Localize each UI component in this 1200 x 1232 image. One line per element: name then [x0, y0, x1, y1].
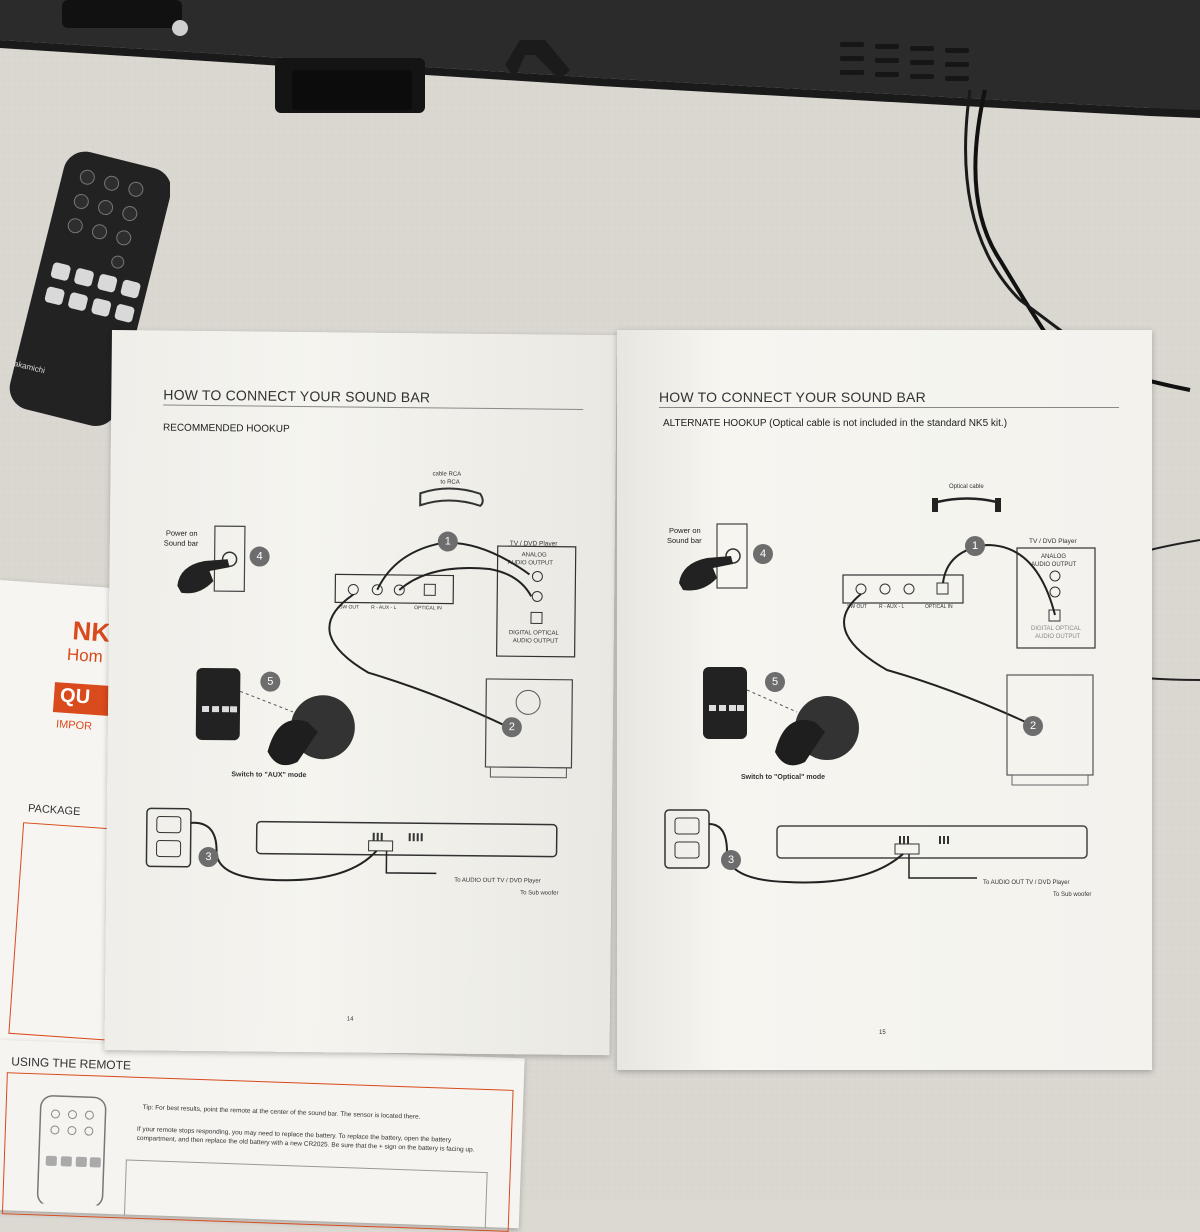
left-step-badge-2: 2	[501, 717, 522, 738]
right-step-badge-4: 4	[753, 544, 773, 564]
remote-sketch	[36, 1095, 107, 1207]
right-step-badge-1: 1	[965, 536, 985, 556]
left-step-badge-3: 3	[198, 846, 219, 868]
right-power-label-1: Power on	[669, 526, 701, 535]
impor-partial: IMPOR	[55, 718, 93, 733]
right-switch-label: Switch to "Optical" mode	[741, 774, 826, 781]
qu-partial: QU	[59, 684, 91, 709]
remote-control: Nakamichi	[0, 150, 172, 430]
right-port-optical: OPTICAL IN	[925, 604, 953, 610]
using-remote-sheet: USING THE REMOTE Tip: For best results, …	[0, 1040, 525, 1232]
manual-page-right: HOW TO CONNECT YOUR SOUND BAR ALTERNATE …	[617, 330, 1152, 1070]
right-to-sub: To Sub woofer	[1053, 892, 1092, 898]
package-partial: PACKAGE	[27, 802, 81, 819]
right-analog-2: AUDIO OUTPUT	[1031, 562, 1077, 568]
right-cable-label: Optical cable	[949, 484, 984, 490]
right-power-label-2: Sound bar	[667, 536, 702, 545]
right-analog-1: ANALOG	[1041, 554, 1067, 560]
vent-slots	[840, 42, 969, 81]
left-step-badge-5: 5	[260, 671, 281, 692]
remote-drawing	[9, 151, 172, 426]
right-page-title: HOW TO CONNECT YOUR SOUND BAR	[659, 389, 926, 405]
left-step-badge-4: 4	[249, 546, 270, 567]
left-step-badge-1: 1	[437, 531, 458, 552]
right-tv-label: TV / DVD Player	[1029, 538, 1077, 545]
using-remote-title: USING THE REMOTE	[11, 1054, 132, 1073]
brand-partial: NK	[71, 615, 112, 648]
right-hookup-diagram	[664, 497, 1096, 884]
home-partial: Hom	[66, 644, 104, 667]
right-step-badge-3: 3	[721, 850, 741, 870]
manual-page-left: HOW TO CONNECT YOUR SOUND BAR RECOMMENDE…	[104, 330, 617, 1056]
right-title-rule	[659, 407, 1119, 408]
right-port-aux: R - AUX - L	[879, 604, 905, 610]
left-page-number: 14	[346, 1016, 354, 1023]
right-page-subtitle: ALTERNATE HOOKUP (Optical cable is not i…	[663, 418, 1008, 429]
left-hookup-diagram	[145, 487, 577, 882]
right-step-badge-2: 2	[1023, 716, 1043, 736]
right-digital-2: AUDIO OUTPUT	[1035, 634, 1081, 640]
right-port-sw: SW OUT	[847, 604, 867, 610]
right-page-number: 15	[879, 1030, 886, 1036]
soundbar-device	[0, 0, 1200, 118]
right-step-badge-5: 5	[765, 672, 785, 692]
right-to-audio-out: To AUDIO OUT TV / DVD Player	[983, 880, 1070, 886]
right-digital-1: DIGITAL OPTICAL	[1031, 626, 1082, 632]
